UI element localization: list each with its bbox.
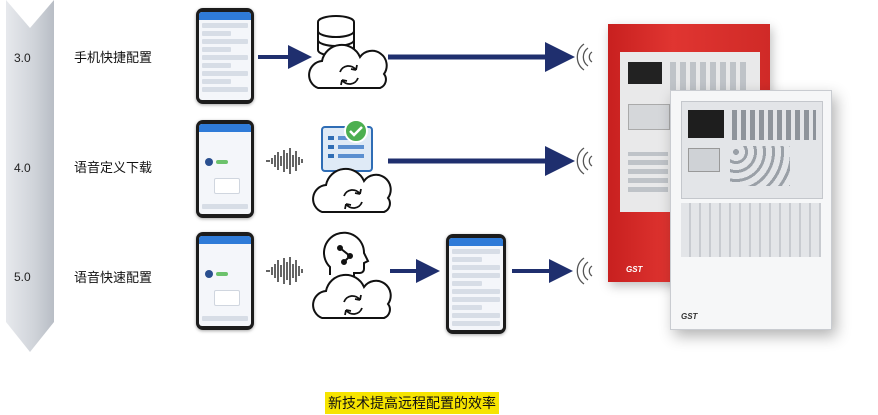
fire-panel-white: GST	[670, 90, 832, 330]
ai-head-icon	[323, 231, 370, 279]
cloud-sync-icon	[308, 43, 388, 89]
phone-voice-quick	[196, 232, 254, 330]
panel-white-brand: GST	[681, 312, 698, 321]
step-label-4: 语音定义下载	[74, 161, 153, 176]
step-label-3: 手机快捷配置	[74, 51, 153, 66]
panel-red-brand: GST	[626, 265, 643, 274]
caption: 新技术提高远程配置的效率	[325, 392, 499, 414]
version-4: 4.0	[14, 161, 31, 175]
wireless-signal-icon-2	[576, 147, 593, 175]
version-3: 3.0	[14, 51, 31, 65]
phone-result-list	[446, 234, 506, 334]
wireless-signal-icon-3	[576, 257, 593, 285]
sound-wave-icon	[266, 148, 303, 174]
step-label-5: 语音快速配置	[74, 271, 153, 286]
cloud-sync-icon-2	[312, 167, 392, 213]
phone-config-app	[196, 8, 254, 104]
document-check-icon	[321, 119, 373, 172]
version-5: 5.0	[14, 270, 31, 284]
version-chevron	[6, 0, 54, 352]
phone-voice-chat	[196, 120, 254, 218]
sound-wave-icon-2	[266, 257, 303, 285]
cloud-sync-icon-3	[312, 273, 392, 319]
wireless-signal-icon	[576, 43, 593, 71]
